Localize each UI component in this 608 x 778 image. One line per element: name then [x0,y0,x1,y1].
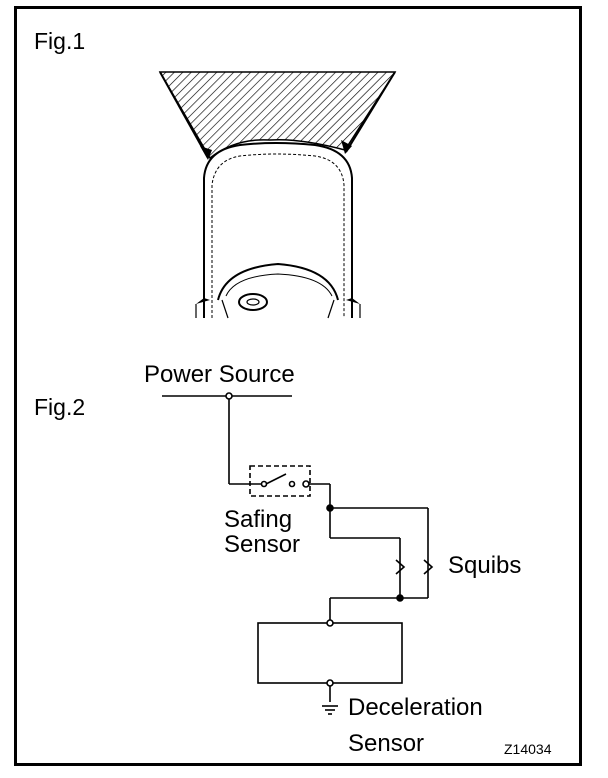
figure-code: Z14034 [504,741,552,757]
junction-node [396,594,404,602]
deceleration-sensor-label-line1: Deceleration [348,694,483,721]
deceleration-sensor-label-line2: Sensor [348,730,425,757]
arrow-left-icon [200,146,212,160]
squibs-label: Squibs [448,552,522,579]
power-source-label: Power Source [144,361,295,388]
pad-outline [203,142,353,318]
arrow-right-icon [341,140,352,154]
steering-wheel-rim [217,262,339,301]
safing-sensor-label-line2: Sensor [224,531,301,558]
figure-1-label: Fig.1 [34,28,86,54]
squib-icon [395,559,406,575]
power-source-node [225,392,233,400]
wiring-diagram [162,392,434,715]
safing-sensor-label-line1: Safing [224,506,293,533]
figure-2-label: Fig.2 [34,394,86,420]
squib-icon [423,559,434,575]
horn-button [238,293,268,311]
ground-icon [322,705,338,715]
safing-sensor-box [249,465,311,497]
steering-pad-illustration [158,71,397,319]
deployment-zone [158,71,397,160]
deceleration-sensor-box [257,622,403,684]
